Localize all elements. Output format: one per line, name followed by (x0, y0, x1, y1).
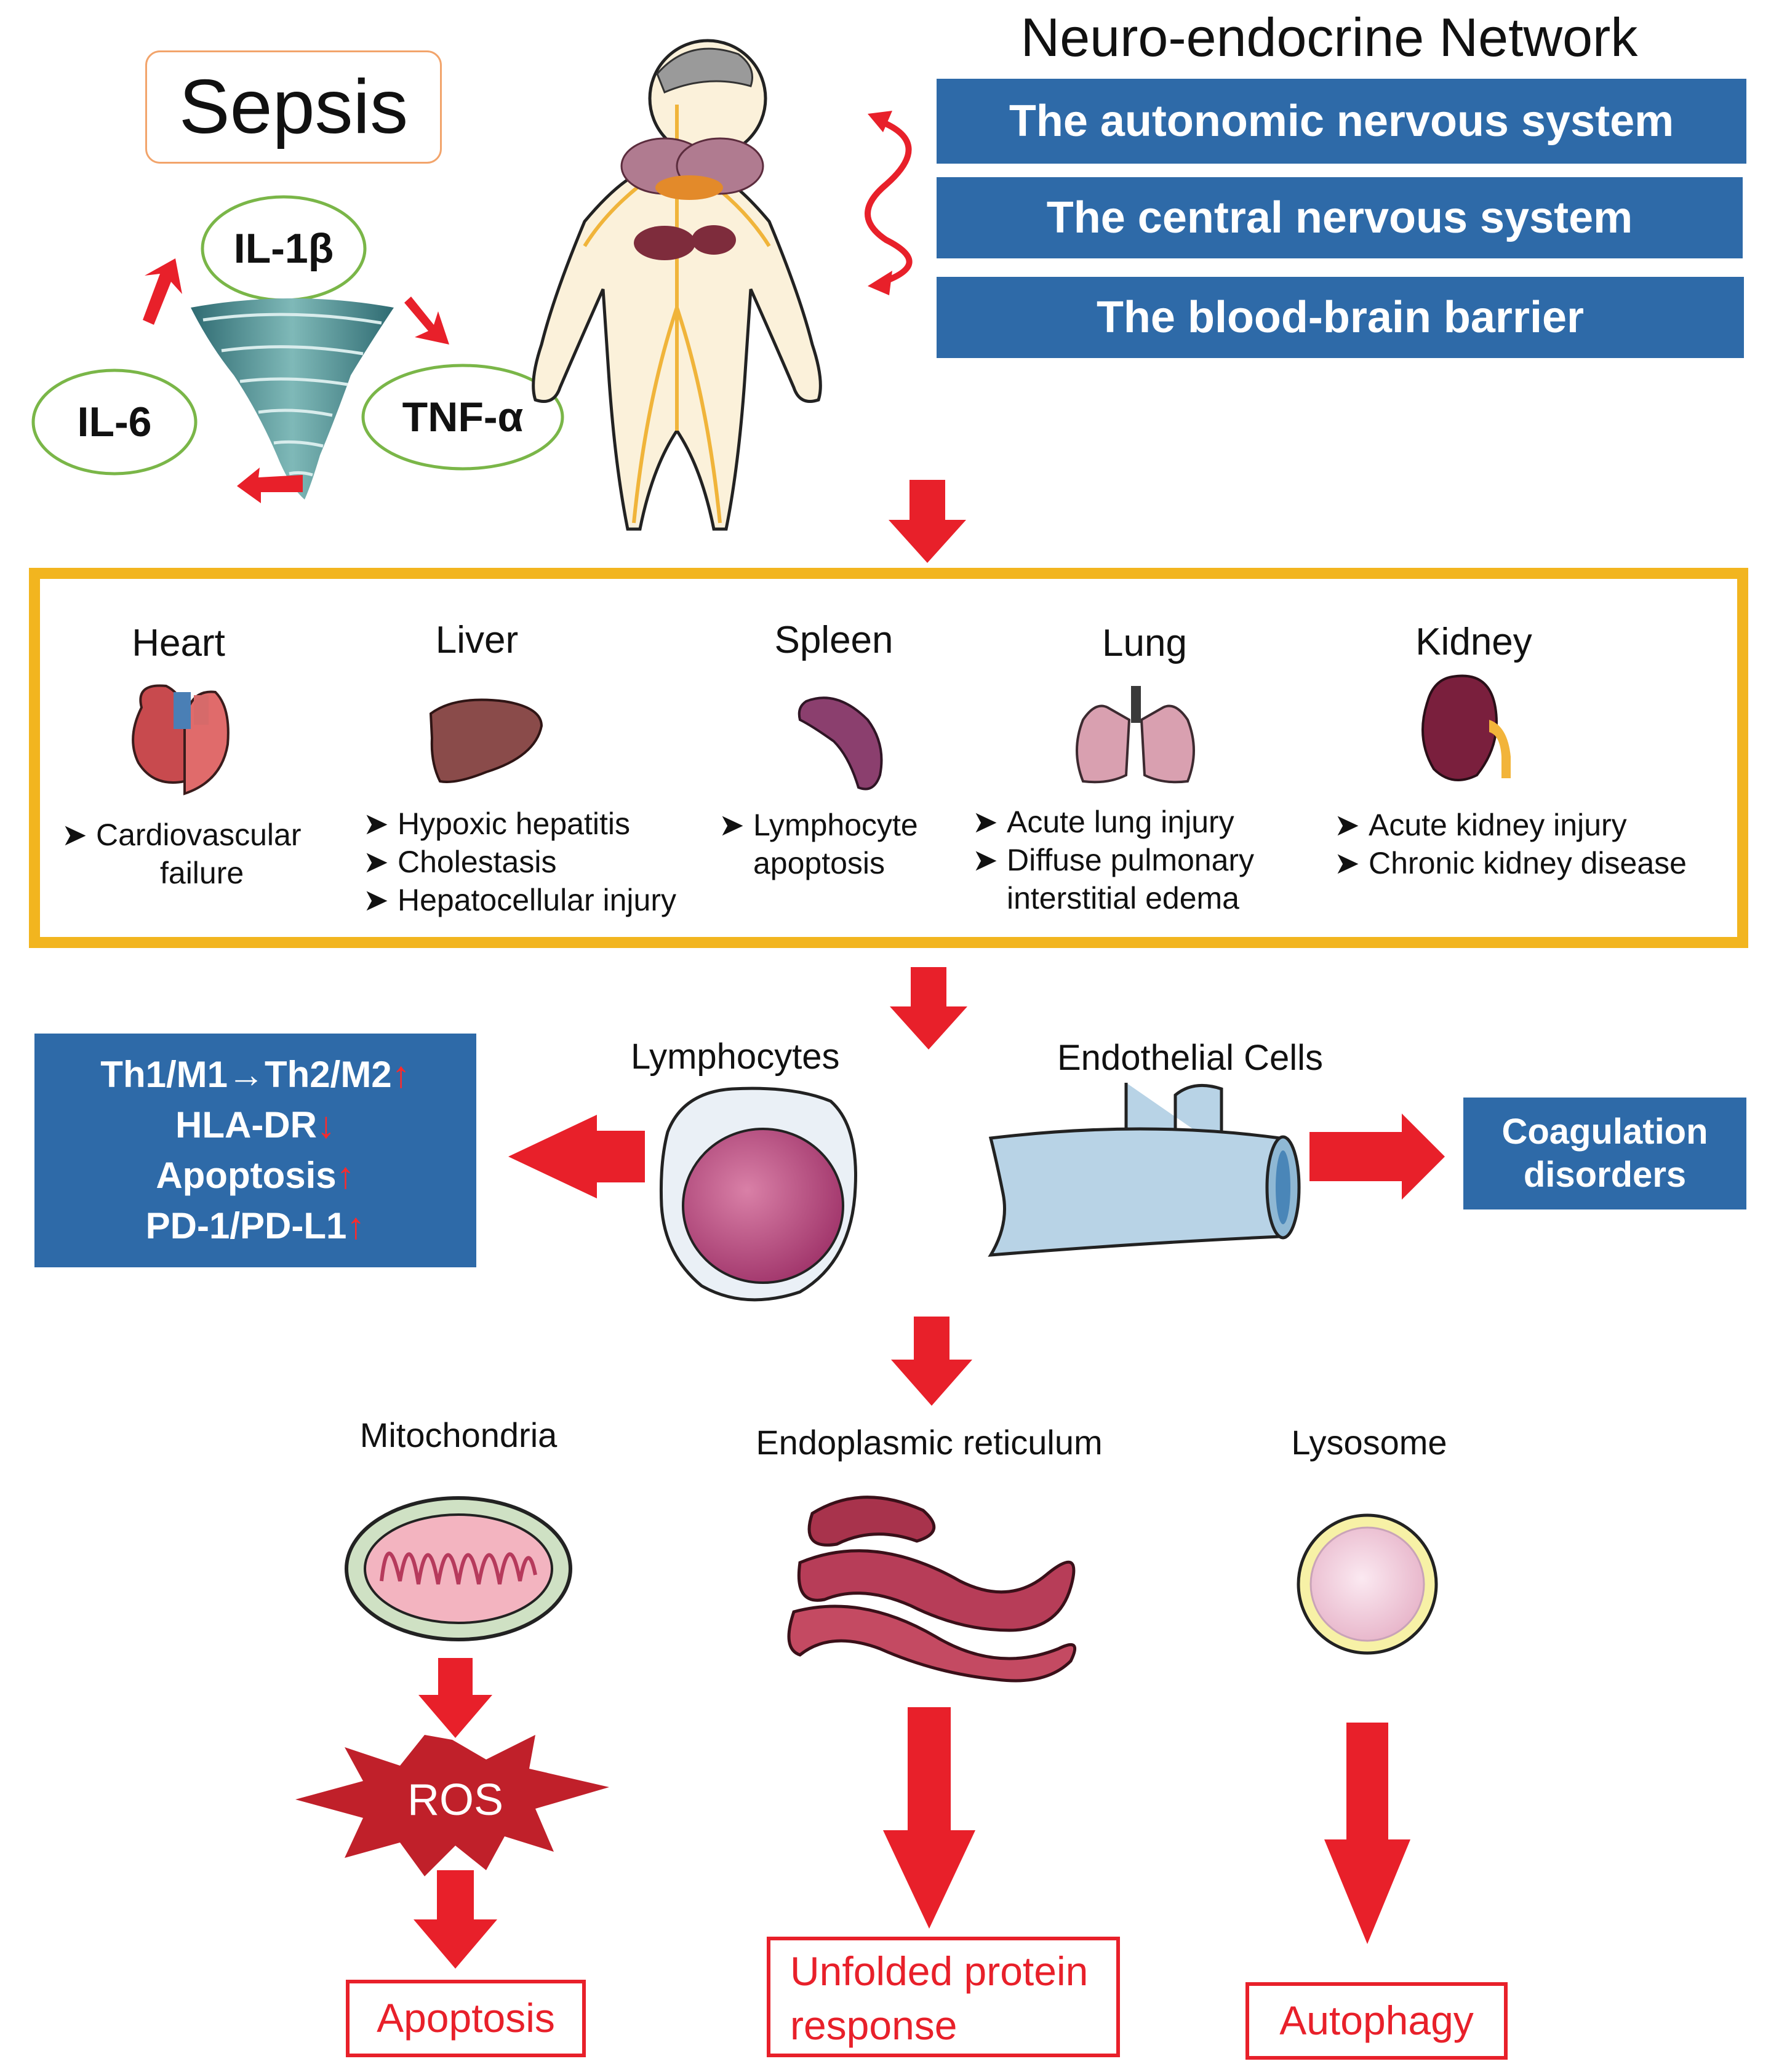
left-arrow (508, 1115, 645, 1198)
kidney-icon (1421, 674, 1511, 781)
kidney-effect-2: Chronic kidney disease (1369, 846, 1687, 880)
down-arrow-2 (890, 967, 967, 1050)
arrow-to-ros (418, 1658, 492, 1738)
organ-name-kidney: Kidney (1415, 621, 1532, 663)
cycle-arrow-left (237, 468, 303, 503)
lymphocyte-icon (659, 1086, 857, 1302)
arrow-to-apoptosis (414, 1870, 497, 1969)
network-item-autonomic: The autonomic nervous system (937, 79, 1746, 164)
lymph-effect-2: HLA-DR (175, 1104, 317, 1146)
tnfa-oval (361, 364, 564, 471)
lung-effects: ➤Acute lung injury ➤Diffuse pulmonary in… (972, 803, 1254, 917)
ros-burst (295, 1735, 609, 1876)
lysosome-label: Lysosome (1291, 1423, 1447, 1462)
er-label: Endoplasmic reticulum (756, 1423, 1103, 1462)
lung-effect-3: interstitial edema (1007, 881, 1239, 915)
upr-line-2: response (790, 2002, 957, 2048)
lymph-effect-4: PD-1/PD-L1 (145, 1205, 347, 1246)
lymph-effect-1-arrow: ↑ (391, 1054, 410, 1095)
cycle-arrow-down (404, 297, 449, 345)
endoplasmic-reticulum-icon (787, 1496, 1077, 1683)
lymphocyte-effects-box: Th1/M1→Th2/M2↑ HLA-DR↓ Apoptosis↑ PD-1/P… (34, 1034, 476, 1267)
mitochondria-label: Mitochondria (359, 1416, 558, 1454)
ros-label: ROS (407, 1775, 504, 1825)
lymph-effect-3-arrow: ↑ (336, 1155, 355, 1196)
liver-effects: ➤Hypoxic hepatitis ➤Cholestasis ➤Hepatoc… (363, 807, 677, 917)
heart-icon (132, 684, 230, 795)
coagulation-line-2: disorders (1523, 1155, 1687, 1195)
upr-line-1: Unfolded protein (790, 1948, 1089, 1994)
feedback-curve-arrow (865, 117, 913, 286)
heart-effect-2: failure (160, 856, 244, 890)
spleen-effect-1: Lymphocyte (753, 808, 918, 842)
arrow-to-upr (883, 1707, 975, 1929)
heart-effect-1: Cardiovascular (96, 818, 302, 852)
organ-name-heart: Heart (132, 622, 225, 664)
feedback-arrowhead-bottom (868, 271, 892, 295)
lymph-effect-3: Apoptosis (156, 1155, 337, 1196)
cycle-arrow-up (143, 258, 182, 325)
outcome-upr: Unfolded protein response (767, 1937, 1120, 2057)
lymph-effect-2-arrow: ↓ (316, 1104, 335, 1146)
down-arrow-3 (891, 1317, 972, 1406)
network-item-bbb: The blood-brain barrier (937, 277, 1744, 358)
lysosome-icon (1297, 1513, 1438, 1655)
mitochondria-icon (345, 1496, 572, 1641)
kidney-effects: ➤Acute kidney injury ➤Chronic kidney dis… (1334, 808, 1687, 880)
il1b-label: IL-1β (233, 225, 334, 272)
kidney-effect-1: Acute kidney injury (1369, 808, 1627, 842)
feedback-arrowhead-top (868, 111, 892, 132)
lung-effect-1: Acute lung injury (1007, 805, 1234, 839)
outcome-apoptosis: Apoptosis (346, 1980, 586, 2057)
endothelial-label: Endothelial Cells (1057, 1038, 1324, 1078)
il6-label: IL-6 (77, 399, 152, 445)
heart-effects: ➤Cardiovascular failure (62, 816, 301, 892)
coagulation-line-1: Coagulation (1501, 1112, 1708, 1152)
organ-name-spleen: Spleen (774, 619, 893, 661)
lymph-effect-1: Th1/M1→Th2/M2 (100, 1054, 392, 1095)
lung-effect-2: Diffuse pulmonary (1007, 843, 1255, 877)
endothelial-vessel-icon (988, 1083, 1301, 1257)
spleen-icon (798, 696, 883, 791)
coagulation-box: Coagulation disorders (1463, 1098, 1746, 1209)
tornado-icon (191, 298, 394, 500)
outcome-autophagy: Autophagy (1245, 1982, 1508, 2060)
spleen-effects: ➤Lymphocyte apoptosis (719, 806, 918, 882)
lymph-effect-4-arrow: ↑ (346, 1205, 366, 1246)
sepsis-title: Sepsis (145, 50, 442, 164)
liver-effect-1: Hypoxic hepatitis (398, 807, 630, 841)
spleen-effect-2: apoptosis (753, 846, 886, 880)
tnfa-label: TNF-α (402, 394, 524, 440)
lung-icon (1076, 686, 1195, 784)
liver-icon (429, 698, 543, 783)
network-title: Neuro-endocrine Network (1020, 7, 1638, 68)
il6-oval (31, 369, 198, 476)
arrow-to-autophagy (1324, 1723, 1410, 1944)
right-arrow (1309, 1114, 1445, 1200)
down-arrow-1 (889, 480, 966, 563)
human-body-icon (532, 39, 822, 531)
organ-name-liver: Liver (435, 619, 519, 661)
lymphocytes-label: Lymphocytes (631, 1037, 840, 1077)
network-item-central: The central nervous system (937, 177, 1743, 258)
organ-name-lung: Lung (1102, 622, 1187, 664)
liver-effect-2: Cholestasis (398, 845, 557, 879)
liver-effect-3: Hepatocellular injury (398, 883, 677, 917)
